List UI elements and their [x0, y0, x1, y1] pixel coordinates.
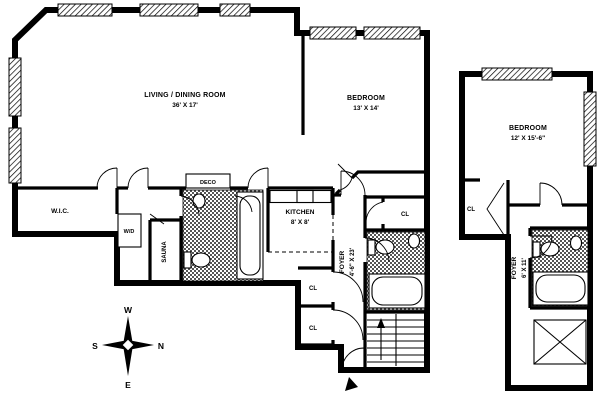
kitchen-counter — [269, 189, 332, 204]
living-room-label: LIVING / DINING ROOM — [144, 92, 225, 99]
toilet-icon — [183, 251, 211, 269]
second-unit: BEDROOM 12' X 15'-6" CL FOYER 6' X 11' — [459, 67, 597, 391]
foyer-main-dims: 4'-6" X 23' — [350, 247, 356, 276]
compass-west-label: W — [124, 305, 133, 315]
toilet-icon — [367, 239, 395, 256]
hall-bathroom — [366, 231, 426, 311]
compass-east-label: E — [125, 380, 131, 390]
deco-niche — [185, 173, 231, 189]
washer-dryer-label: W/D — [124, 229, 135, 235]
sink-icon — [407, 233, 421, 249]
bathtub-icon — [236, 191, 264, 280]
kitchen-label: KITCHEN — [286, 209, 315, 216]
doors — [96, 163, 390, 371]
compass-north-label: N — [158, 341, 164, 351]
deco-label: DECO — [200, 180, 217, 186]
closet-x-box — [533, 319, 587, 365]
closet-label: CL — [309, 286, 317, 292]
window — [8, 127, 22, 184]
washer-dryer-box — [117, 213, 142, 248]
window — [139, 3, 199, 17]
second-unit-outer-wall — [459, 71, 593, 391]
compass-rose: W N S E — [92, 305, 164, 390]
entry-arrow-icon — [345, 377, 358, 391]
main-unit: LIVING / DINING ROOM 36' X 17' BEDROOM 1… — [8, 3, 430, 391]
wic-label: W.I.C. — [51, 208, 69, 215]
window — [583, 91, 597, 167]
second-unit-doors — [529, 182, 563, 259]
compass-south-label: S — [92, 341, 98, 351]
sink-icon — [569, 235, 583, 251]
bedroom-second-dims: 12' X 15'-6" — [511, 135, 545, 142]
foyer-second-dims: 6' X 11' — [522, 257, 528, 277]
sauna-label: SAUNA — [162, 241, 168, 263]
kitchen-dims: 8' X 8' — [291, 219, 310, 226]
window — [363, 26, 421, 40]
bedroom-main-label: BEDROOM — [347, 95, 385, 102]
stairs — [367, 314, 426, 366]
bedroom-main-dims: 13' X 14' — [353, 105, 379, 112]
second-unit-windows — [481, 67, 597, 167]
window — [8, 57, 22, 117]
toilet-icon — [532, 241, 560, 258]
stove-icon — [296, 189, 314, 204]
second-unit-interior-walls — [462, 178, 590, 310]
accordion-door — [486, 182, 505, 236]
window — [57, 3, 113, 17]
foyer-second-label: FOYER — [511, 257, 518, 280]
window — [481, 67, 553, 81]
closet-label: CL — [309, 326, 317, 332]
main-unit-windows — [8, 3, 421, 184]
living-room-dims: 36' X 17' — [172, 102, 198, 109]
window — [219, 3, 251, 17]
second-bathroom — [531, 229, 589, 307]
closet-label: CL — [467, 207, 475, 213]
closet-label: CL — [401, 212, 409, 218]
sink-icon — [192, 193, 206, 209]
bedroom-second-label: BEDROOM — [509, 125, 547, 132]
bathtub-icon — [532, 271, 589, 306]
foyer-main-label: FOYER — [339, 251, 346, 274]
bathtub-icon — [368, 273, 426, 309]
window — [309, 26, 357, 40]
